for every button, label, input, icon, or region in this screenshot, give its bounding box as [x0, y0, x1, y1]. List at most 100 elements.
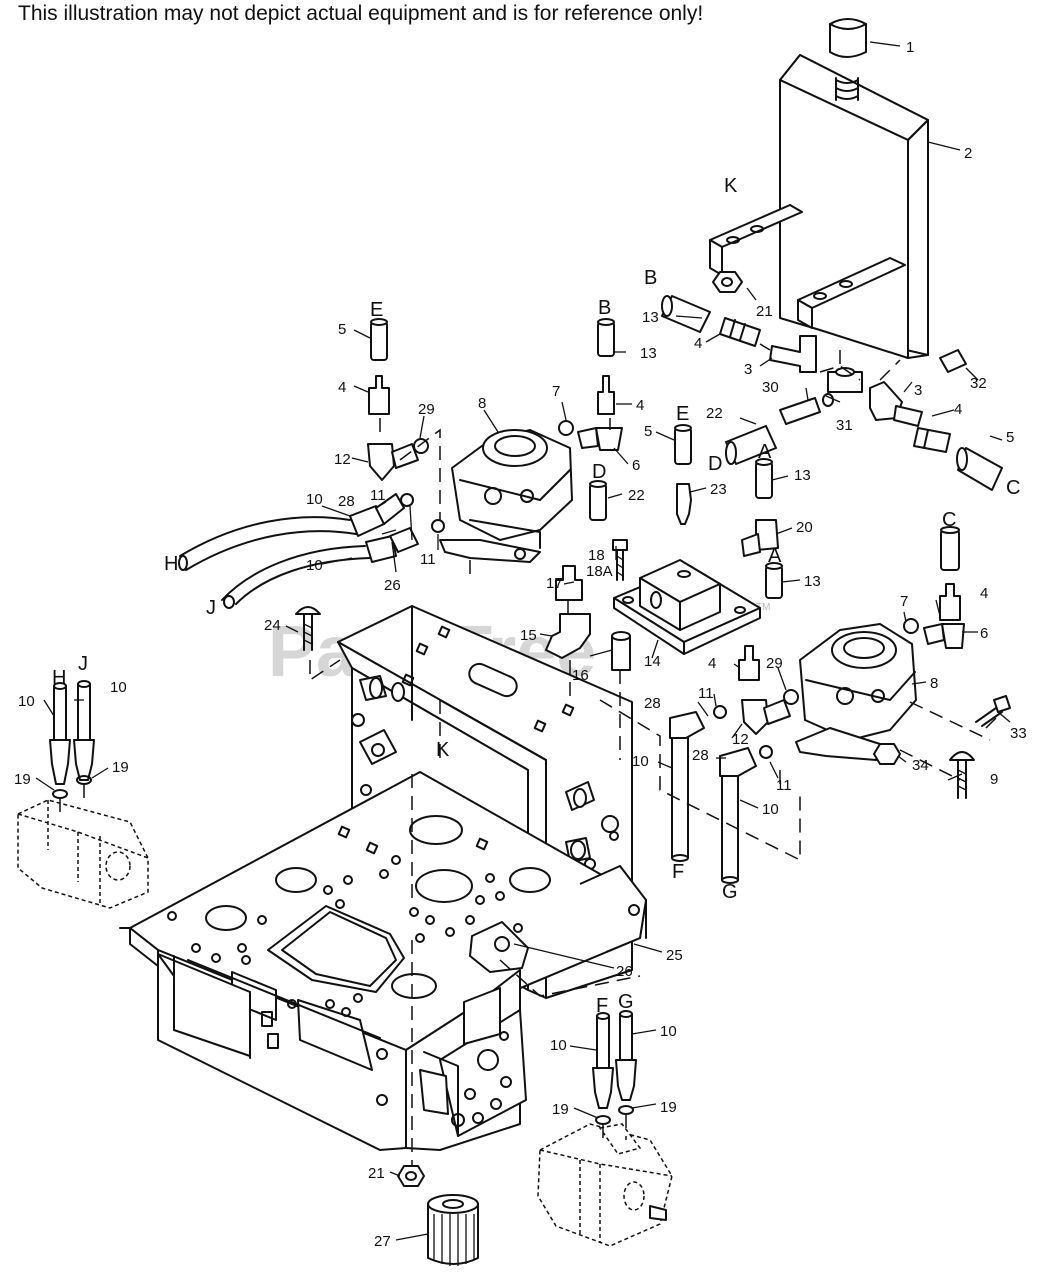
hose-5-E-left[interactable]: [370, 318, 388, 361]
hose-13-A-upper[interactable]: [755, 458, 773, 499]
carriage-bolt-24[interactable]: [295, 606, 321, 651]
o-ring-11-left-lower[interactable]: [431, 519, 445, 533]
hose-10-G-lower[interactable]: [615, 1010, 637, 1101]
connection-letters: K K B B E E D D A A C C H H J J F F G G: [52, 175, 1020, 1017]
callout-15: 15: [520, 627, 537, 644]
reservoir-cap[interactable]: [829, 18, 867, 58]
fitting-12-left[interactable]: [367, 443, 419, 481]
fitting-12-right[interactable]: [741, 699, 791, 735]
carriage-bolt-9[interactable]: [949, 751, 975, 799]
letter-B: B: [598, 297, 611, 319]
leader-lines: [35, 41, 1011, 1241]
elbow-3-right[interactable]: [869, 381, 923, 427]
o-ring-7-center[interactable]: [558, 420, 574, 436]
callout-10: 10: [306, 557, 323, 574]
o-ring-29-left[interactable]: [413, 438, 429, 454]
callout-13: 13: [804, 573, 821, 590]
lock-nut-21-upper[interactable]: [712, 271, 743, 293]
o-ring-11-right-upper[interactable]: [713, 705, 727, 719]
lock-nut-34[interactable]: [873, 743, 901, 765]
o-ring-19-left-a[interactable]: [52, 789, 68, 799]
o-ring-19-right-a[interactable]: [595, 1115, 611, 1125]
reservoir-tank[interactable]: [779, 54, 929, 359]
fitting-4-right[interactable]: [913, 427, 951, 453]
letter-J: J: [78, 653, 88, 675]
hose-22-D-upper[interactable]: [725, 425, 777, 465]
callout-16: 16: [572, 667, 589, 684]
letter-H: H: [52, 667, 66, 689]
control-valve-8-left[interactable]: [439, 429, 573, 563]
main-frame-25[interactable]: [119, 605, 647, 1151]
elbow-3-upper[interactable]: [769, 335, 817, 373]
callout-13: 13: [640, 345, 657, 362]
hose-10-H[interactable]: [178, 493, 405, 571]
bolt-18[interactable]: [612, 539, 628, 581]
lock-nut-21-lower[interactable]: [397, 1165, 425, 1187]
callout-10: 10: [306, 491, 323, 508]
callout-7: 7: [552, 383, 560, 400]
callout-5: 5: [338, 321, 346, 338]
callout-11: 11: [420, 551, 436, 568]
fitting-6-right[interactable]: [923, 623, 965, 649]
fitting-4-right-valve[interactable]: [738, 645, 760, 681]
callout-28: 28: [644, 695, 661, 712]
callout-10: 10: [660, 1023, 677, 1040]
callout-19: 19: [112, 759, 129, 776]
mounting-bracket-lower[interactable]: [797, 257, 906, 329]
tee-20[interactable]: [741, 519, 779, 557]
hose-22-D-center[interactable]: [589, 480, 607, 521]
mounting-bracket-upper[interactable]: [709, 204, 803, 276]
hose-13-B-center[interactable]: [597, 318, 615, 357]
hose-10-F[interactable]: [669, 711, 705, 862]
callout-22: 22: [706, 405, 723, 422]
bolt-33[interactable]: [975, 695, 1011, 727]
manifold-block-14[interactable]: [613, 559, 761, 655]
callout-22: 22: [628, 487, 645, 504]
hose-10-H-left[interactable]: [49, 682, 71, 785]
tee-31[interactable]: [827, 367, 863, 393]
elbow-15[interactable]: [545, 613, 591, 659]
letter-C: C: [1006, 477, 1020, 499]
hose-13-B[interactable]: [661, 295, 711, 333]
hydraulic-pump-right[interactable]: [537, 1123, 673, 1247]
callout-10: 10: [550, 1037, 567, 1054]
callout-18: 18: [588, 547, 605, 564]
o-ring-29-right[interactable]: [783, 689, 799, 705]
callout-3: 3: [744, 361, 752, 378]
callout-34: 34: [912, 757, 929, 774]
hose-10-G[interactable]: [719, 747, 757, 884]
callout-12: 12: [732, 731, 749, 748]
o-ring-11-left-upper[interactable]: [400, 493, 414, 507]
letter-C: C: [942, 509, 956, 531]
hose-10-J-left[interactable]: [73, 680, 95, 781]
o-ring-11-right-lower[interactable]: [759, 745, 773, 759]
hose-10-F-lower[interactable]: [592, 1012, 614, 1109]
trademark: TM: [756, 602, 770, 613]
callout-19: 19: [552, 1101, 569, 1118]
fitting-30[interactable]: [779, 393, 834, 425]
fitting-6-center[interactable]: [577, 427, 623, 451]
hose-5-C-right[interactable]: [940, 526, 960, 571]
hose-5-E-center[interactable]: [674, 424, 692, 465]
o-ring-7-right[interactable]: [903, 618, 919, 634]
plug-32[interactable]: [939, 349, 967, 373]
control-valve-8-right[interactable]: [795, 623, 917, 761]
fitting-4-center[interactable]: [597, 375, 615, 415]
letter-E: E: [676, 403, 689, 425]
callout-13: 13: [794, 467, 811, 484]
hose-13-A-lower[interactable]: [765, 562, 783, 599]
callout-23: 23: [710, 481, 727, 498]
fitting-4-right-lower[interactable]: [939, 583, 961, 621]
fitting-23[interactable]: [676, 483, 692, 525]
callout-26: 26: [384, 577, 401, 594]
fitting-4-upper[interactable]: [719, 317, 761, 347]
callout-26: 26: [616, 963, 633, 980]
callout-29: 29: [766, 655, 783, 672]
fitting-4-left[interactable]: [368, 375, 390, 415]
o-ring-19-right-b[interactable]: [618, 1105, 634, 1115]
oil-filter-27[interactable]: [427, 1194, 479, 1266]
callout-4: 4: [980, 585, 988, 602]
spacer-16[interactable]: [611, 631, 631, 671]
hydraulic-pump-left[interactable]: [17, 799, 149, 909]
hose-5-C[interactable]: [956, 447, 1003, 491]
